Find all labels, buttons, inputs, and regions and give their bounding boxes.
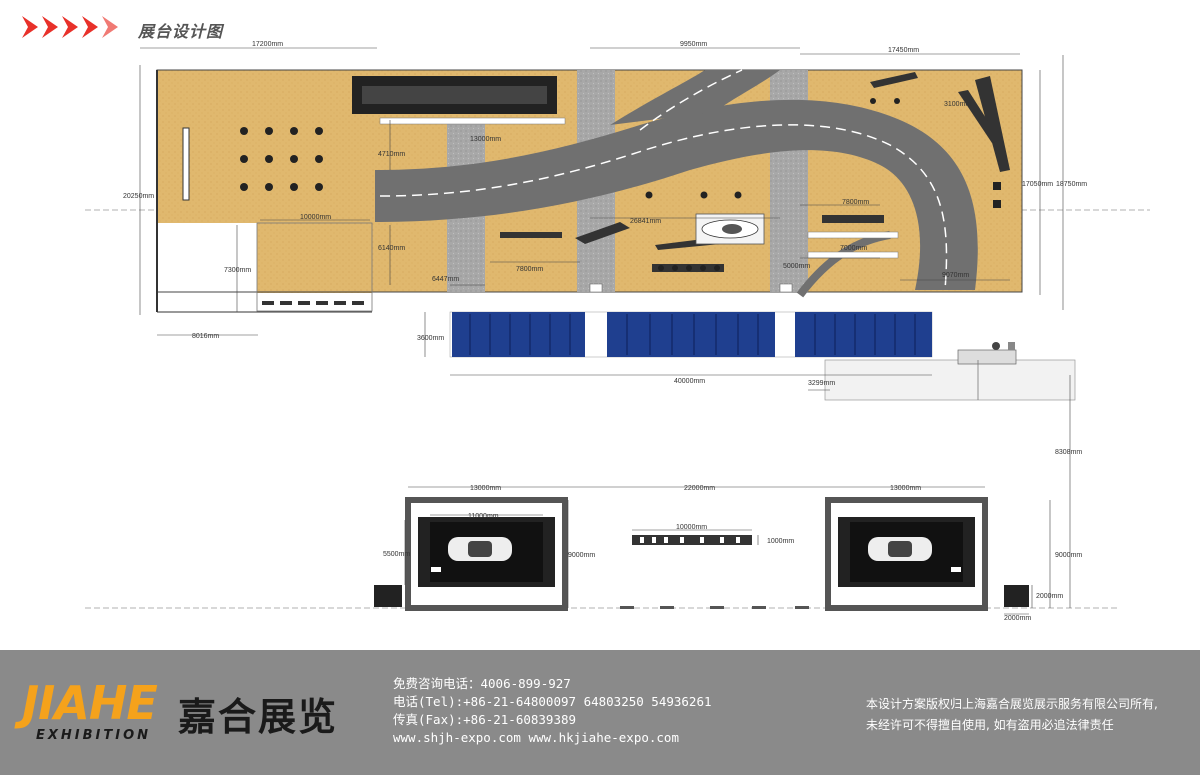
website-links[interactable]: www.shjh-expo.com www.hkjiahe-expo.com bbox=[393, 730, 679, 745]
dim-box-height: 2000mm bbox=[1036, 593, 1063, 600]
dim-gap-depth: 8308mm bbox=[1055, 449, 1082, 456]
dim-top-right-corner: 3100mm bbox=[944, 101, 971, 108]
dim-right-depth-outer: 18750mm bbox=[1056, 181, 1087, 188]
dim-bottom-left-width: 8016mm bbox=[192, 333, 219, 340]
dim-bar-height: 1000mm bbox=[767, 538, 794, 545]
dim-right-frame: 13000mm bbox=[890, 485, 921, 492]
dim-left-depth: 20250mm bbox=[123, 193, 154, 200]
copyright-notice: 本设计方案版权归上海嘉合展览展示服务有限公司所有, 未经许可不得擅自使用, 如有… bbox=[866, 694, 1158, 736]
logo-latin: JIAHE bbox=[22, 676, 158, 730]
dim-top-left: 17200mm bbox=[252, 41, 283, 48]
fax: 传真(Fax):+86-21-60839389 bbox=[393, 712, 577, 727]
dim-right-depth-inner-small: 5000mm bbox=[783, 263, 810, 270]
dim-mid-inner: 7800mm bbox=[516, 266, 543, 273]
dim-frame-height-right: 9000mm bbox=[1055, 552, 1082, 559]
booth-plan-drawing: 17200mm 9950mm 17450mm 20250mm 10000mm 7… bbox=[85, 41, 1150, 622]
hotline: 免费咨询电话：4006-899-927 bbox=[393, 676, 571, 691]
title-bar: 展台设计图 bbox=[0, 0, 1200, 50]
dim-box-width: 2000mm bbox=[1004, 615, 1031, 622]
display-car bbox=[695, 213, 765, 245]
page-title: 展台设计图 bbox=[138, 22, 224, 41]
blue-banner-wall bbox=[449, 311, 933, 358]
dim-annex-width: 3299mm bbox=[808, 380, 835, 387]
dimension-lines bbox=[139, 47, 1071, 615]
dim-center-gap: 22000mm bbox=[684, 485, 715, 492]
booth-fixtures bbox=[182, 72, 1010, 293]
dim-inner-road: 13000mm bbox=[470, 136, 501, 143]
dim-top-right: 17450mm bbox=[888, 47, 919, 54]
dim-diagonal: 26841mm bbox=[630, 218, 661, 225]
elevation-view bbox=[374, 497, 1029, 611]
annex-structure bbox=[824, 342, 1076, 401]
dim-lower-left-depth: 7300mm bbox=[224, 267, 251, 274]
copyright-line-1: 本设计方案版权归上海嘉合展览展示服务有限公司所有, bbox=[866, 697, 1158, 711]
spotlight-grid bbox=[240, 98, 900, 271]
dim-screen-height: 5500mm bbox=[383, 551, 410, 558]
dim-bar-width: 10000mm bbox=[676, 524, 707, 531]
dim-screen-width: 11000mm bbox=[468, 513, 499, 520]
dim-inner-upper: 4710mm bbox=[378, 151, 405, 158]
dim-total-width: 40000mm bbox=[674, 378, 705, 385]
dim-inner-lower: 6140mm bbox=[378, 245, 405, 252]
footer-bar: JIAHE EXHIBITION 嘉合展览 免费咨询电话：4006-899-92… bbox=[0, 650, 1200, 775]
dash-pattern bbox=[262, 301, 364, 305]
dim-frame-height-left: 9000mm bbox=[568, 552, 595, 559]
dim-banner-depth: 3600mm bbox=[417, 335, 444, 342]
dim-right-inner: 7800mm bbox=[842, 199, 869, 206]
arrow-chevrons-icon bbox=[22, 16, 118, 38]
dimension-labels: 17200mm 9950mm 17450mm 20250mm 10000mm 7… bbox=[123, 41, 1087, 622]
dim-right-depth-inner: 17050mm bbox=[1022, 181, 1053, 188]
dim-right-inner-2: 7000mm bbox=[840, 245, 867, 252]
dim-left-frame: 13000mm bbox=[470, 485, 501, 492]
dim-right-corner: 9070mm bbox=[942, 272, 969, 279]
dim-lower-left-width: 10000mm bbox=[300, 214, 331, 221]
contact-info: 免费咨询电话：4006-899-927 电话(Tel):+86-21-64800… bbox=[393, 675, 712, 747]
telephone: 电话(Tel):+86-21-64800097 64803250 5493626… bbox=[393, 694, 712, 709]
dim-top-mid: 9950mm bbox=[680, 41, 707, 48]
logo-subtitle: EXHIBITION bbox=[36, 728, 152, 743]
copyright-line-2: 未经许可不得擅自使用, 如有盗用必追法律责任 bbox=[866, 718, 1114, 732]
logo-chinese: 嘉合展览 bbox=[178, 695, 339, 739]
dim-left-inner: 6447mm bbox=[432, 276, 459, 283]
